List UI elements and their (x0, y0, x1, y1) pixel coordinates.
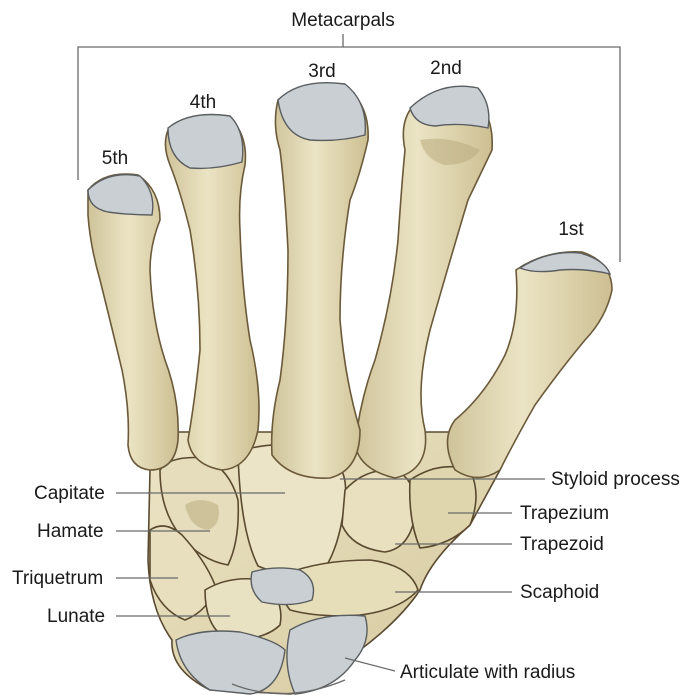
label-styloid-process: Styloid process (551, 469, 680, 490)
label-articulate-with-radius: Articulate with radius (400, 662, 575, 683)
label-scaphoid: Scaphoid (520, 582, 599, 603)
label-trapezoid: Trapezoid (520, 534, 604, 555)
label-capitate: Capitate (34, 483, 105, 504)
label-lunate: Lunate (47, 606, 105, 627)
metacarpal-label-4th: 4th (190, 92, 216, 113)
metacarpal-label-1st: 1st (558, 219, 584, 240)
label-trapezium: Trapezium (520, 503, 609, 524)
trapezoid-bone (342, 470, 415, 552)
metacarpal-label-5th: 5th (102, 148, 128, 169)
metacarpal-3rd (272, 83, 368, 478)
metacarpals-label: Metacarpals (291, 10, 395, 31)
label-hamate: Hamate (37, 521, 104, 542)
metacarpal-label-2nd: 2nd (430, 58, 462, 79)
metacarpal-5th (88, 174, 178, 470)
metacarpal-1st (448, 252, 613, 478)
radius-articular-surface-left (176, 631, 285, 694)
label-triquetrum: Triquetrum (12, 568, 103, 589)
radius-articular-surface-right (287, 615, 367, 694)
metacarpal-4th (165, 115, 259, 471)
metacarpal-label-3rd: 3rd (308, 61, 335, 82)
